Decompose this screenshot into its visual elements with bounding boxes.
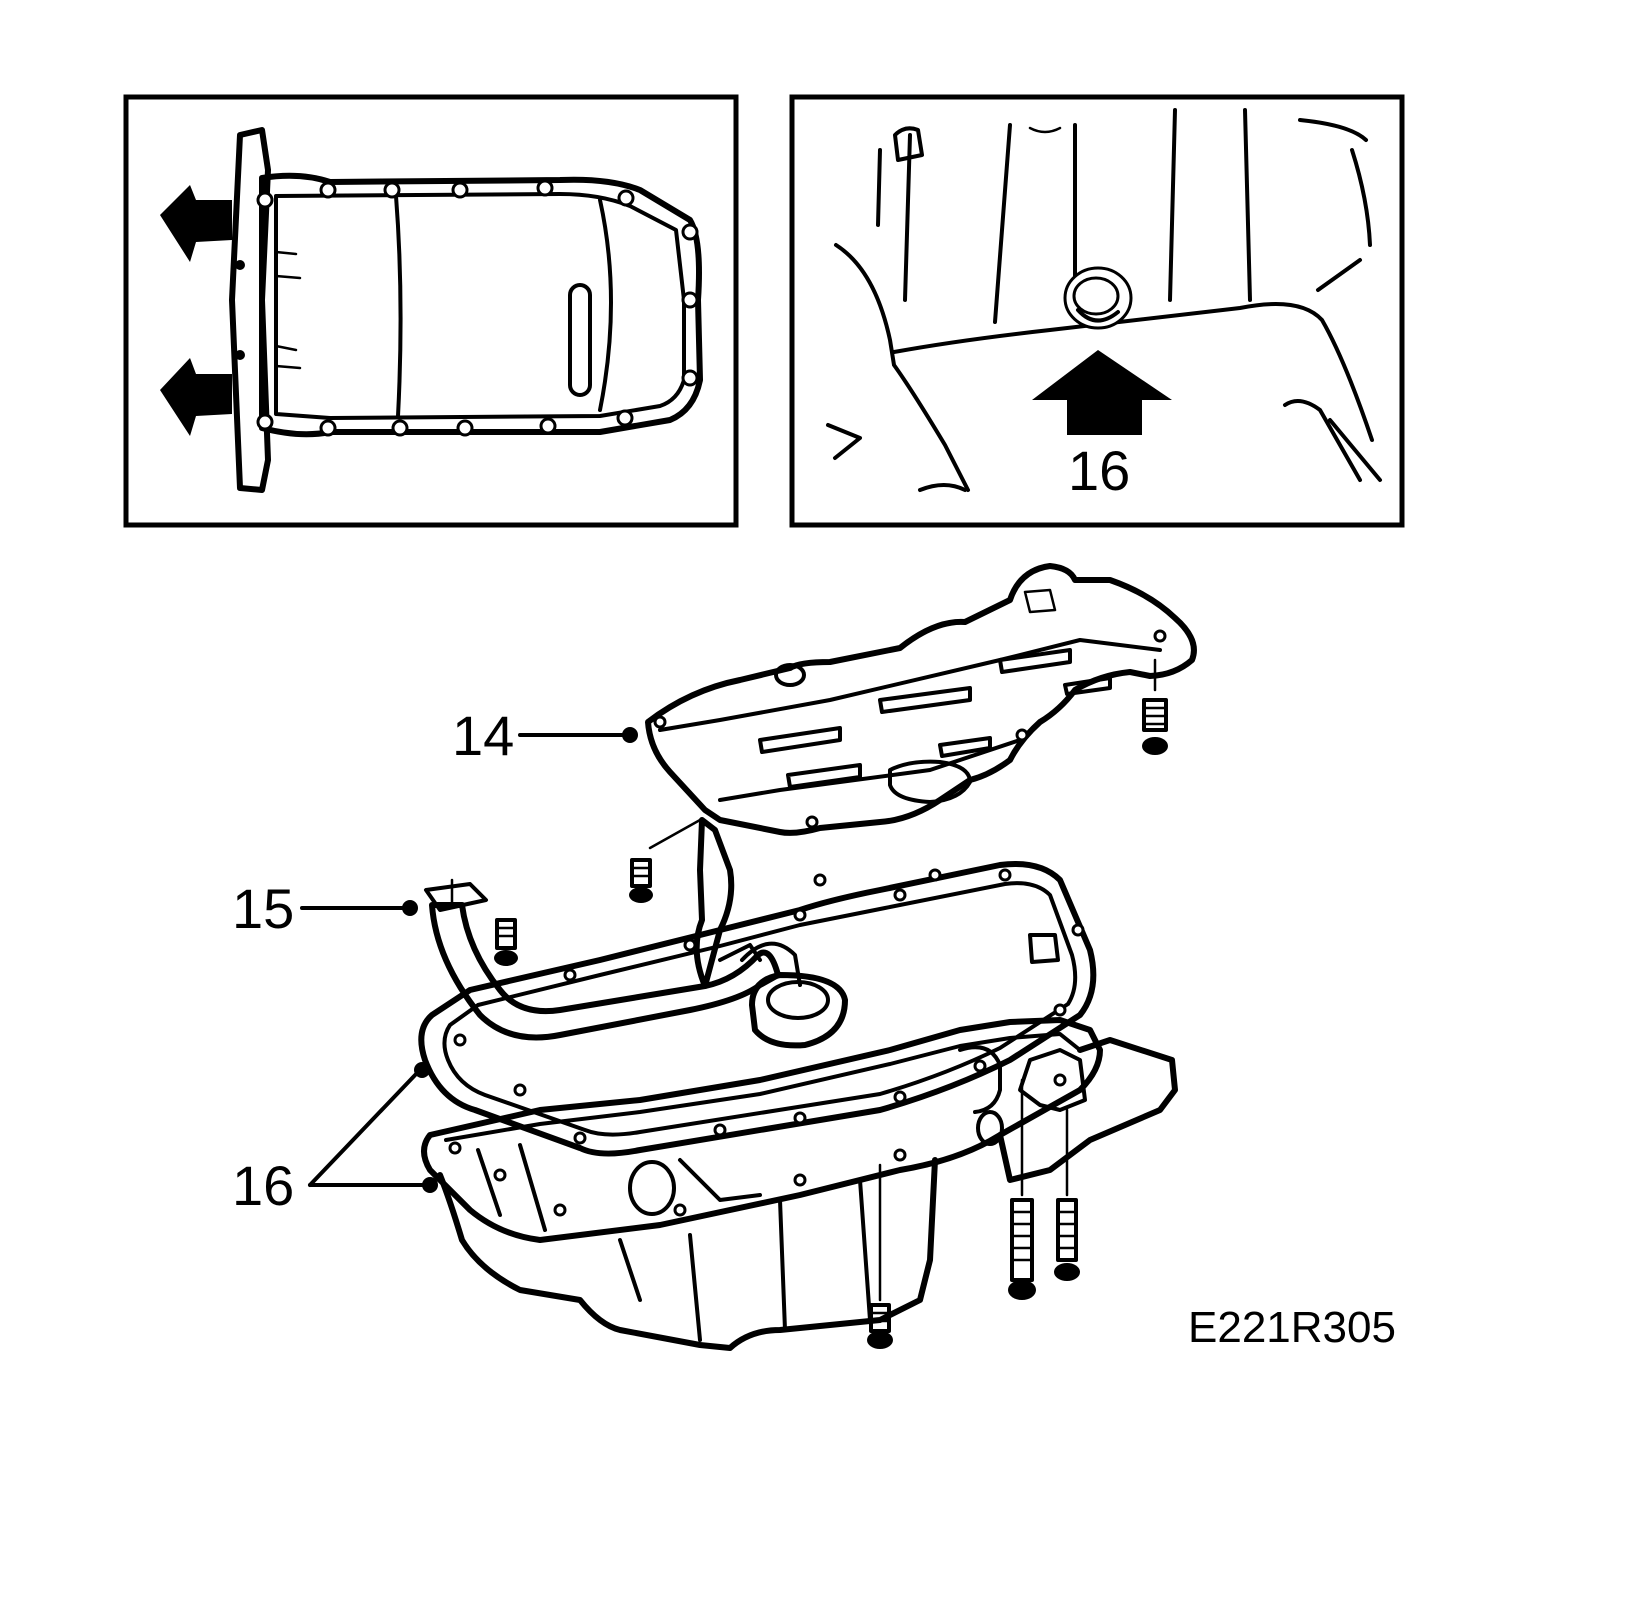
oil-pan-bracket: [1018, 1048, 1087, 1112]
pickup-flange: [424, 882, 488, 912]
bolt-14-right: [1142, 658, 1168, 755]
baffle-tab: [1023, 588, 1057, 614]
bolt-long-left: [1008, 1078, 1036, 1300]
bolt-15-left: [494, 918, 518, 966]
pan-wall-left: [834, 148, 970, 492]
gasket-tab: [1028, 933, 1060, 964]
pan-ridges: [903, 108, 1252, 324]
pickup-pipe-outline: [429, 902, 781, 1041]
figure-code: E221R305: [1188, 1303, 1396, 1352]
arrow-right-upper-icon: [160, 185, 232, 262]
callout-15-label: 15: [232, 877, 294, 940]
callout-16: 16: [232, 1062, 438, 1217]
oil-pan-boss: [958, 1045, 1002, 1114]
pan-bottom-right: [1283, 399, 1382, 482]
baffle-oval-opening: [888, 759, 972, 804]
baffle-outline: [645, 563, 1197, 836]
long-bolts: [867, 1078, 1080, 1349]
oil-pan-body: [437, 1157, 938, 1351]
gasket-holes: [453, 868, 1085, 1145]
pan-lower-edge: [892, 302, 1374, 442]
oil-pan-sump: [618, 1178, 872, 1342]
oil-pan-inner-rim: [444, 1032, 1082, 1142]
part-14-baffle-plate: [645, 563, 1197, 836]
baffle-round-opening: [774, 663, 806, 687]
bolt-15-top: [629, 818, 702, 903]
oil-pan-flange-right: [997, 1037, 1178, 1183]
oil-pan-ribs: [476, 1143, 762, 1232]
boss-mark: [1028, 126, 1062, 134]
bolt-center: [867, 1163, 893, 1349]
pan-top-right: [1298, 118, 1372, 292]
oil-pan: [421, 1017, 1178, 1351]
rib-marks: [274, 250, 302, 370]
oil-pan-gasket: [418, 861, 1097, 1157]
part-15-pickup-pipe: [424, 817, 848, 1049]
pickup-pipe-upper: [693, 817, 735, 989]
engine-flange: [229, 127, 271, 493]
gasket-inner: [442, 881, 1078, 1137]
pickup-strainer: [749, 972, 848, 1049]
baffle-inner-rim: [658, 638, 1162, 802]
inset-right-drain-plug: 16: [789, 94, 1405, 528]
baffle-slots: [758, 648, 1112, 789]
drain-plug: [1063, 266, 1133, 330]
inset-left-bottom-view: [123, 94, 739, 528]
arrow-up-icon: [1032, 350, 1172, 435]
sump-curve: [598, 198, 613, 412]
pan-sump-line: [394, 194, 403, 418]
dipstick-slot: [568, 283, 592, 397]
pan-inner-rim: [274, 192, 686, 420]
oil-pan-holes: [448, 1073, 1067, 1217]
callout-15: 15: [232, 877, 418, 940]
callout-16-inset: 16: [1068, 439, 1130, 502]
oil-pan-rim: [421, 1017, 1103, 1243]
gasket-outer: [418, 861, 1097, 1157]
callout-14-label: 14: [452, 704, 514, 767]
oil-pan-plug: [628, 1160, 676, 1216]
callout-14: 14: [452, 704, 638, 767]
oil-pan-port: [976, 1110, 1004, 1146]
arrow-right-lower-icon: [160, 358, 232, 436]
dipstick-boss: [893, 126, 924, 162]
pan-bottom-left: [826, 423, 967, 492]
callout-16-label: 16: [232, 1154, 294, 1217]
pan-bolts: [235, 179, 699, 437]
bolt-long-right: [1054, 1108, 1080, 1281]
